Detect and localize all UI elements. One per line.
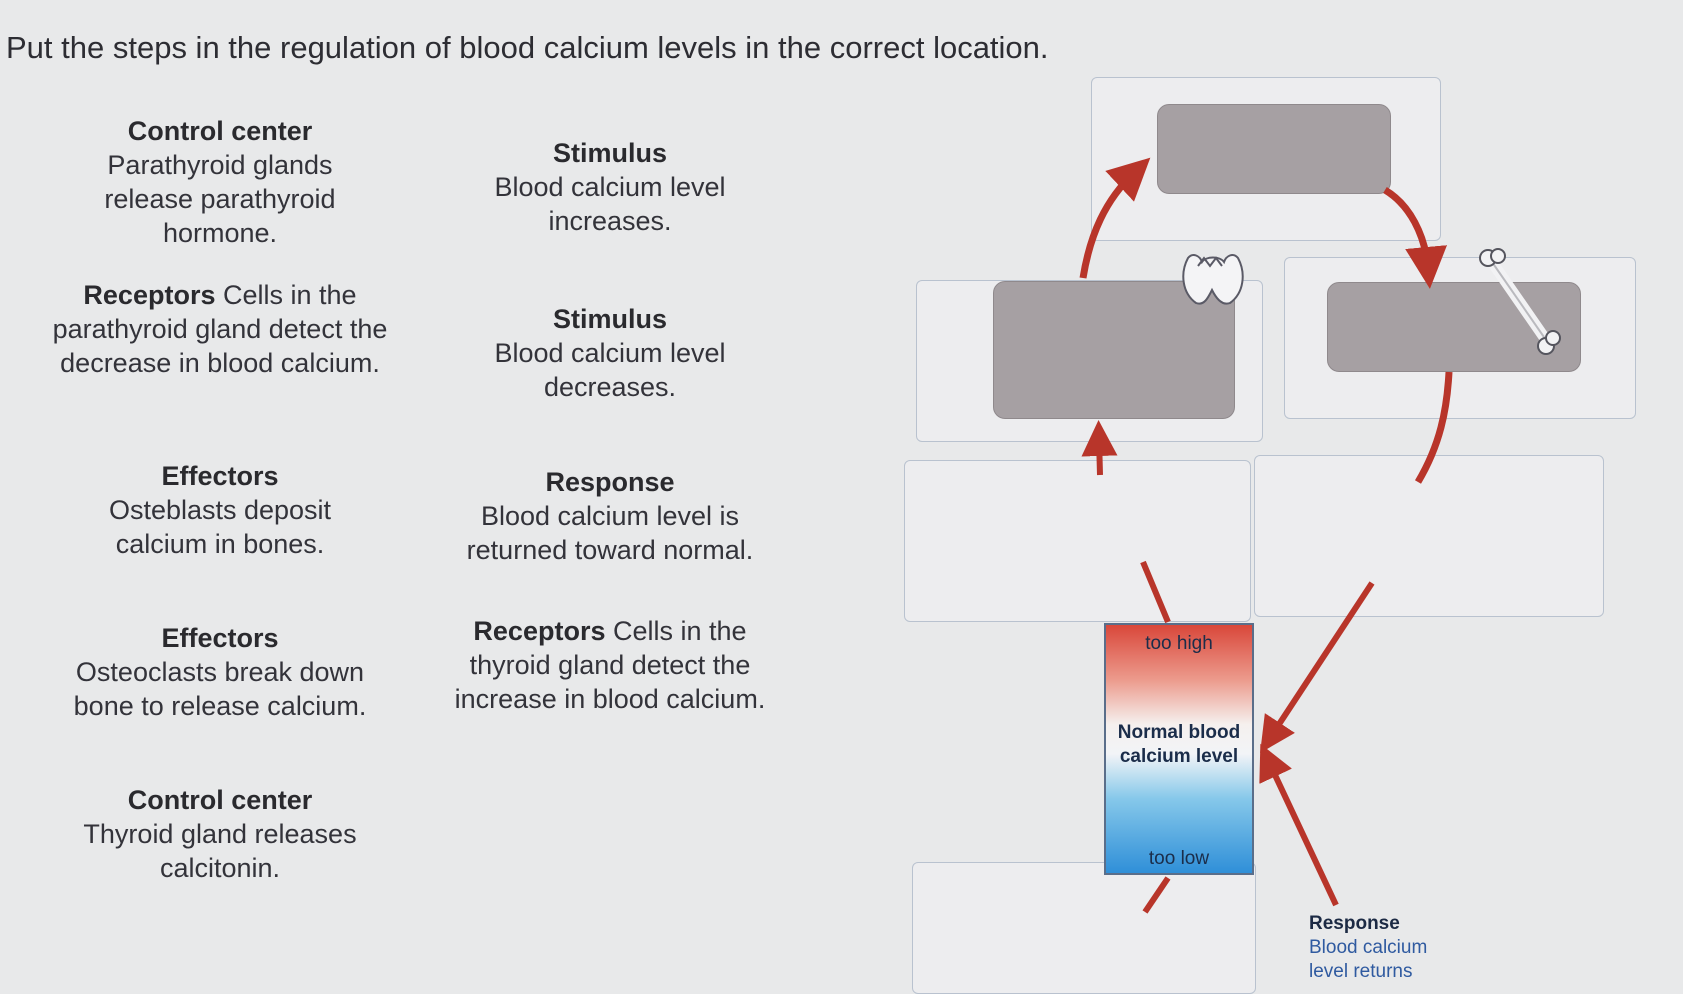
label-desc: Thyroid gland releases calcitonin. [83,819,357,883]
drop-zone-bottom[interactable] [912,862,1256,994]
label-title: Receptors [83,280,216,310]
arrow-small-up [1081,420,1118,476]
label-title: Control center [127,785,313,815]
label-title: Effectors [161,623,279,653]
label-title: Control center [127,116,313,146]
label-desc: Osteoclasts break down bone to release c… [73,657,367,721]
label-effectors-osteoclasts[interactable]: Effectors Osteoclasts break down bone to… [40,621,400,723]
arrow-into-bar-top [1140,560,1171,624]
bar-label-too-high: too high [1145,633,1213,654]
arrow-left-up [1079,157,1151,279]
label-desc: Blood calcium level increases. [494,172,726,236]
label-title: Effectors [161,461,279,491]
arrow-right-side [1414,371,1453,484]
drop-zone-right-lower[interactable] [1254,455,1604,617]
label-title: Response [545,467,675,497]
arrow-right-down [1383,186,1448,289]
arrow-out-bar-bottom [1142,876,1171,914]
label-title: Stimulus [552,304,667,334]
fixed-response-desc: Blood calcium level returns [1309,937,1428,982]
label-control-center-parathyroid[interactable]: Control center Parathyroid glands releas… [40,114,400,250]
drop-zone-left-lower[interactable] [904,460,1251,622]
arrow-to-normal-upper [1260,581,1375,754]
label-desc: Blood calcium level is returned toward n… [466,501,754,565]
blood-calcium-level-bar: too high Normal blood calcium level too … [1104,623,1254,875]
label-receptors-parathyroid[interactable]: Receptors Cells in the parathyroid gland… [40,278,400,380]
label-desc: Cells in the parathyroid gland detect th… [52,280,388,378]
label-stimulus-decreases[interactable]: Stimulus Blood calcium level decreases. [430,302,790,404]
label-control-center-thyroid[interactable]: Control center Thyroid gland releases ca… [40,783,400,885]
label-desc: Blood calcium level decreases. [494,338,726,402]
label-effectors-osteoblasts[interactable]: Effectors Osteblasts deposit calcium in … [40,459,400,561]
label-title: Stimulus [552,138,667,168]
bar-label-too-low: too low [1148,848,1210,869]
thyroid-gland-icon [1182,254,1244,305]
question-text: Put the steps in the regulation of blood… [6,30,1049,65]
label-desc: Osteblasts deposit calcium in bones. [108,495,332,559]
bone-icon [1479,248,1561,355]
label-stimulus-increases[interactable]: Stimulus Blood calcium level increases. [430,136,790,238]
answer-slot-top[interactable] [1157,104,1391,194]
label-receptors-thyroid[interactable]: Receptors Cells in the thyroid gland det… [430,614,790,716]
arrow-to-normal-lower [1259,743,1339,907]
fixed-response-title: Response [1309,913,1400,934]
label-response-returned[interactable]: Response Blood calcium level is returned… [430,465,790,567]
label-desc: Cells in the thyroid gland detect the in… [454,616,766,714]
label-desc: Parathyroid glands release parathyroid h… [104,150,336,248]
answer-slot-left[interactable] [993,281,1235,419]
bar-label-normal: Normal blood calcium level [1117,722,1241,767]
label-title: Receptors [473,616,606,646]
fixed-response-label: Response Blood calcium level returns [1309,912,1449,984]
